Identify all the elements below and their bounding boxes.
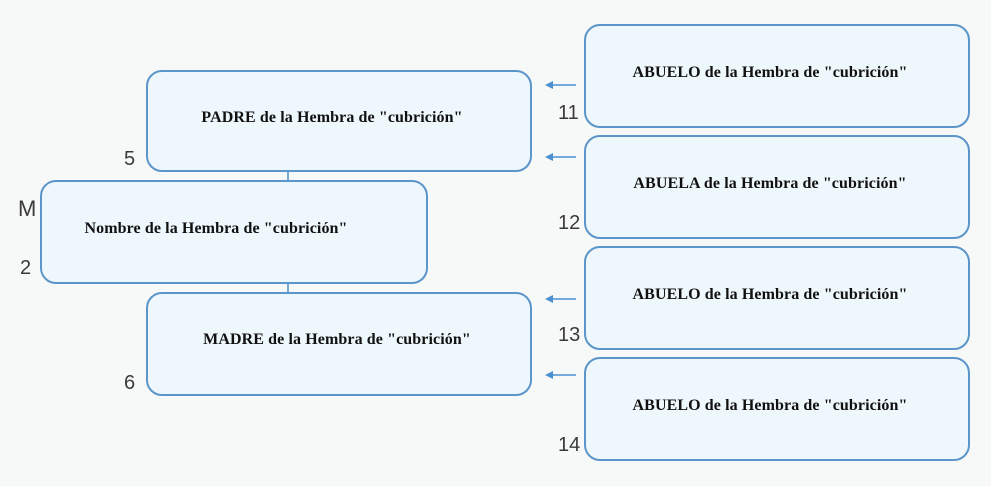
grandparent-label-14: ABUELO de la Hembra de "cubrición": [632, 397, 908, 414]
father-number: 5: [124, 148, 136, 170]
grandparent-label-12: ABUELA de la Hembra de "cubrición": [633, 175, 907, 192]
grandparent-box-13: ABUELO de la Hembra de "cubrición": [584, 246, 970, 350]
grandparent-number-14: 14: [558, 434, 581, 456]
female-box: Nombre de la Hembra de "cubrición": [40, 180, 428, 284]
grandparent-label-11: ABUELO de la Hembra de "cubrición": [632, 64, 908, 81]
grandparent-number-11: 11: [558, 102, 579, 124]
father-label: PADRE de la Hembra de "cubrición": [201, 109, 463, 126]
grandparent-box-11: ABUELO de la Hembra de "cubrición": [584, 24, 970, 128]
father-box: PADRE de la Hembra de "cubrición": [146, 70, 532, 172]
grandparent-box-12: ABUELA de la Hembra de "cubrición": [584, 135, 970, 239]
grandparent-box-14: ABUELO de la Hembra de "cubrición": [584, 357, 970, 461]
female-letter: M: [18, 196, 37, 221]
mother-number: 6: [124, 372, 136, 394]
female-label: Nombre de la Hembra de "cubrición": [84, 220, 348, 237]
grandparent-label-13: ABUELO de la Hembra de "cubrición": [632, 286, 908, 303]
grandparent-number-12: 12: [558, 212, 581, 234]
grandparent-number-13: 13: [558, 324, 581, 346]
female-number: 2: [20, 257, 32, 279]
mother-label: MADRE de la Hembra de "cubrición": [203, 331, 471, 348]
mother-box: MADRE de la Hembra de "cubrición": [146, 292, 532, 396]
